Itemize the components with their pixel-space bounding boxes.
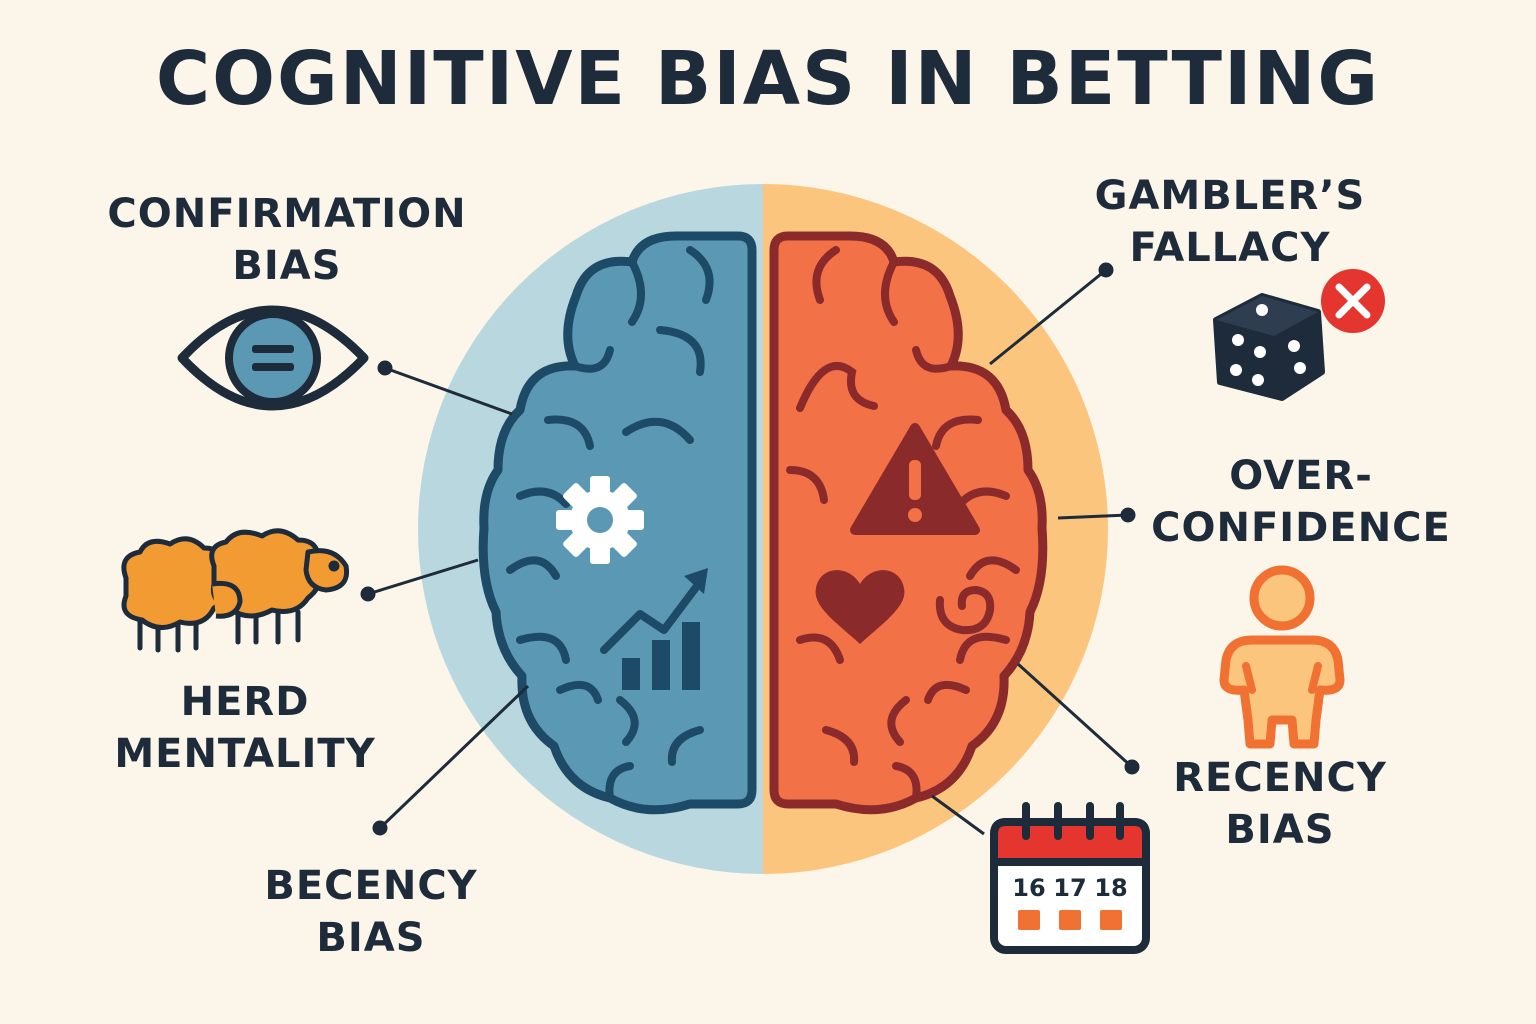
herd-mentality-label: HERD MENTALITY	[90, 676, 400, 780]
confirmation-bias-label: CONFIRMATION BIAS	[92, 188, 482, 292]
gamblers-fallacy-label: GAMBLER’S FALLACY	[1080, 170, 1380, 274]
connector-lines	[360, 262, 1140, 836]
becency-bias-line1: BECENCY	[264, 863, 478, 909]
recency-bias-label: RECENCY BIAS	[1150, 752, 1410, 856]
warning-icon	[850, 423, 980, 535]
overconfidence-line1: OVER-	[1229, 453, 1373, 499]
herd-mentality-line2: MENTALITY	[114, 731, 376, 777]
person-icon	[1219, 565, 1345, 749]
becency-bias-line2: BIAS	[316, 915, 426, 961]
gamblers-fallacy-line1: GAMBLER’S	[1094, 173, 1366, 219]
overconfidence-label: OVER- CONFIDENCE	[1136, 450, 1466, 554]
sheep-icon	[121, 528, 350, 653]
trend-chart-icon	[600, 568, 708, 690]
herd-mentality-line1: HERD	[180, 679, 310, 725]
calendar-icon: 16 17 18	[990, 802, 1150, 954]
confirmation-bias-line2: BIAS	[232, 243, 342, 289]
recency-bias-line2: BIAS	[1225, 807, 1335, 853]
gamblers-fallacy-line2: FALLACY	[1129, 225, 1331, 271]
calendar-day-1: 16	[1012, 874, 1045, 902]
calendar-day-2: 17	[1053, 874, 1086, 902]
recency-bias-line1: RECENCY	[1173, 755, 1387, 801]
x-badge-icon	[1321, 269, 1385, 333]
gear-icon	[556, 476, 644, 564]
confirmation-bias-line1: CONFIRMATION	[107, 191, 467, 237]
becency-bias-label: BECENCY BIAS	[236, 860, 506, 964]
overconfidence-line2: CONFIDENCE	[1151, 505, 1451, 551]
eye-icon	[177, 305, 369, 411]
calendar-day-3: 18	[1094, 874, 1127, 902]
dice-icon	[1213, 293, 1325, 401]
page-title: COGNITIVE BIAS IN BETTING	[155, 36, 1381, 122]
heart-icon	[815, 570, 905, 644]
